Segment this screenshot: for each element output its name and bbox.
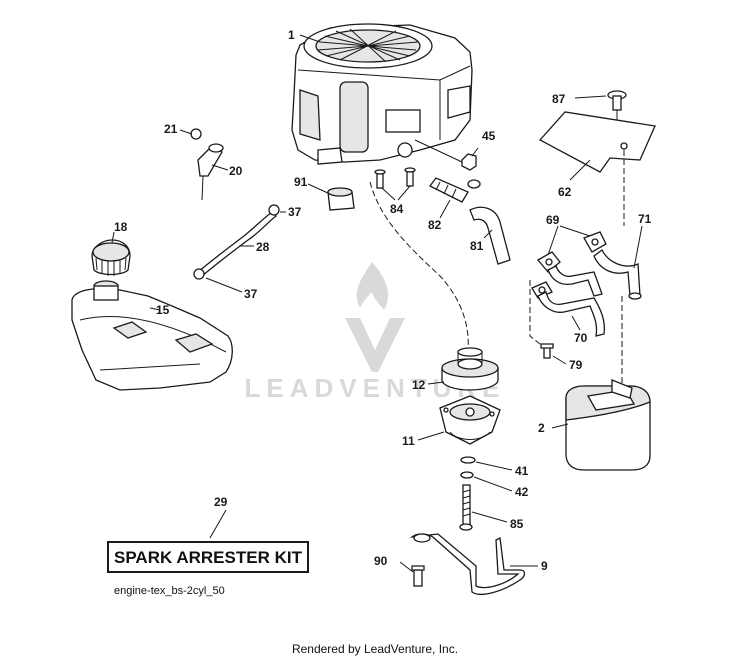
bolt-87-part[interactable] <box>607 90 627 111</box>
callout-90: 90 <box>374 554 388 568</box>
callout-71: 71 <box>638 212 652 226</box>
fuel-hose-28-part[interactable] <box>193 204 280 280</box>
fuel-line-81-part[interactable] <box>469 206 511 265</box>
spacer-91-part[interactable] <box>327 187 355 211</box>
callout-45: 45 <box>482 129 496 143</box>
callout-81: 81 <box>470 239 484 253</box>
callout-70: 70 <box>574 331 588 345</box>
throttle-control-part[interactable] <box>190 128 224 201</box>
callout-37-bottom: 37 <box>244 287 258 301</box>
callout-29: 29 <box>214 495 228 509</box>
callout-85: 85 <box>510 517 524 531</box>
callout-15: 15 <box>156 303 170 317</box>
callout-21: 21 <box>164 122 178 136</box>
pto-clutch-part[interactable] <box>439 395 501 445</box>
callout-69: 69 <box>546 213 560 227</box>
callout-79: 79 <box>569 358 583 372</box>
callout-20: 20 <box>229 164 243 178</box>
callout-9: 9 <box>541 559 548 573</box>
callout-12: 12 <box>412 378 426 392</box>
fuel-cap-part[interactable] <box>91 239 131 276</box>
watermark-v-icon <box>345 318 405 372</box>
bolts-84-part[interactable] <box>374 167 416 189</box>
callout-28: 28 <box>256 240 270 254</box>
callout-41: 41 <box>515 464 529 478</box>
exhaust-pipe-70-part[interactable] <box>537 265 606 337</box>
footer-rendered-by: Rendered by LeadVenture, Inc. <box>292 642 458 656</box>
fuel-tank-part[interactable] <box>71 280 233 391</box>
callout-18: 18 <box>114 220 128 234</box>
exhaust-pipe-71-part[interactable] <box>593 249 642 300</box>
engine-part[interactable] <box>291 23 473 165</box>
callout-91: 91 <box>294 175 308 189</box>
callout-87: 87 <box>552 92 566 106</box>
callout-37-top: 37 <box>288 205 302 219</box>
bracket-9-part[interactable] <box>409 533 526 595</box>
heat-shield-part[interactable] <box>538 111 656 173</box>
callout-11: 11 <box>402 434 415 448</box>
washer-42-part[interactable] <box>460 471 474 479</box>
gaskets-69-part[interactable] <box>531 231 607 299</box>
bolt-79-part[interactable] <box>540 343 554 359</box>
callout-62: 62 <box>558 185 572 199</box>
callout-1: 1 <box>288 28 295 42</box>
spark-arrester-kit-box[interactable]: SPARK ARRESTER KIT <box>107 541 309 573</box>
callout-42: 42 <box>515 485 529 499</box>
callout-2: 2 <box>538 421 545 435</box>
callout-84: 84 <box>390 202 404 216</box>
bolt-85-part[interactable] <box>459 484 473 531</box>
washer-41-part[interactable] <box>460 456 476 464</box>
diagram-id: engine-tex_bs-2cyl_50 <box>114 585 225 597</box>
nut-45-part[interactable] <box>461 153 477 171</box>
fuel-filter-part[interactable] <box>429 177 481 203</box>
callout-82: 82 <box>428 218 442 232</box>
watermark-flame-icon <box>356 262 388 310</box>
bolt-90-part[interactable] <box>411 565 425 587</box>
muffler-part[interactable] <box>565 379 651 471</box>
spark-arrester-kit-label: SPARK ARRESTER KIT <box>114 548 303 567</box>
pulley-part[interactable] <box>441 347 499 391</box>
